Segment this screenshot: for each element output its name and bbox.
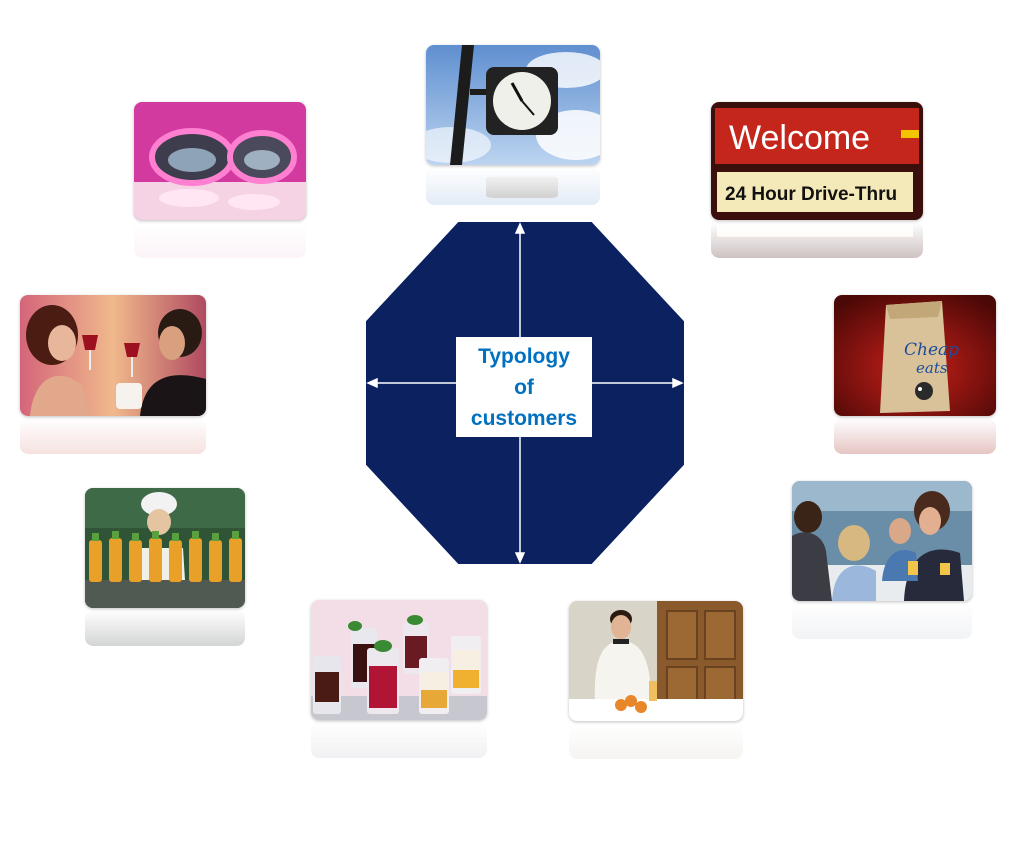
- photo-welcome-sign: Welcome 24 Hour Drive-Thru: [711, 102, 923, 220]
- photo-couple-wine-reflection: [20, 418, 206, 454]
- photo-dessert-glasses: [311, 600, 487, 720]
- arrow-right: [672, 377, 684, 389]
- photo-clock-reflection: [426, 167, 600, 205]
- photo-waiter-serving-reflection: [569, 723, 743, 759]
- welcome-text: Welcome: [729, 119, 870, 157]
- bag-text-cheap: Cheap: [904, 340, 959, 360]
- arrow-up: [514, 222, 526, 234]
- photo-couple-wine: [20, 295, 206, 416]
- center-label: Typology of customers: [456, 337, 592, 437]
- photo-cheap-eats-bag: Cheap eats: [834, 295, 996, 416]
- photo-pink-lounge-reflection: [134, 222, 306, 258]
- photo-juice-bottling: [85, 488, 245, 608]
- photo-pink-lounge: [134, 102, 306, 220]
- arrow-left: [366, 377, 378, 389]
- photo-juice-bottling-reflection: [85, 610, 245, 646]
- photo-clock: [426, 45, 600, 165]
- arrow-down: [514, 552, 526, 564]
- center-label-line-1: Typology: [478, 344, 570, 368]
- photo-cheap-eats-bag-reflection: [834, 418, 996, 454]
- photo-waiter-serving: [569, 601, 743, 721]
- center-label-line-3: customers: [470, 406, 578, 430]
- drive-thru-text: 24 Hour Drive-Thru: [725, 184, 897, 205]
- photo-dessert-glasses-reflection: [311, 722, 487, 758]
- photo-family-dining-reflection: [792, 603, 972, 639]
- center-label-line-2: of: [514, 375, 534, 399]
- photo-welcome-sign-reflection: [711, 222, 923, 258]
- photo-family-dining: [792, 481, 972, 601]
- bag-text-eats: eats: [916, 359, 948, 377]
